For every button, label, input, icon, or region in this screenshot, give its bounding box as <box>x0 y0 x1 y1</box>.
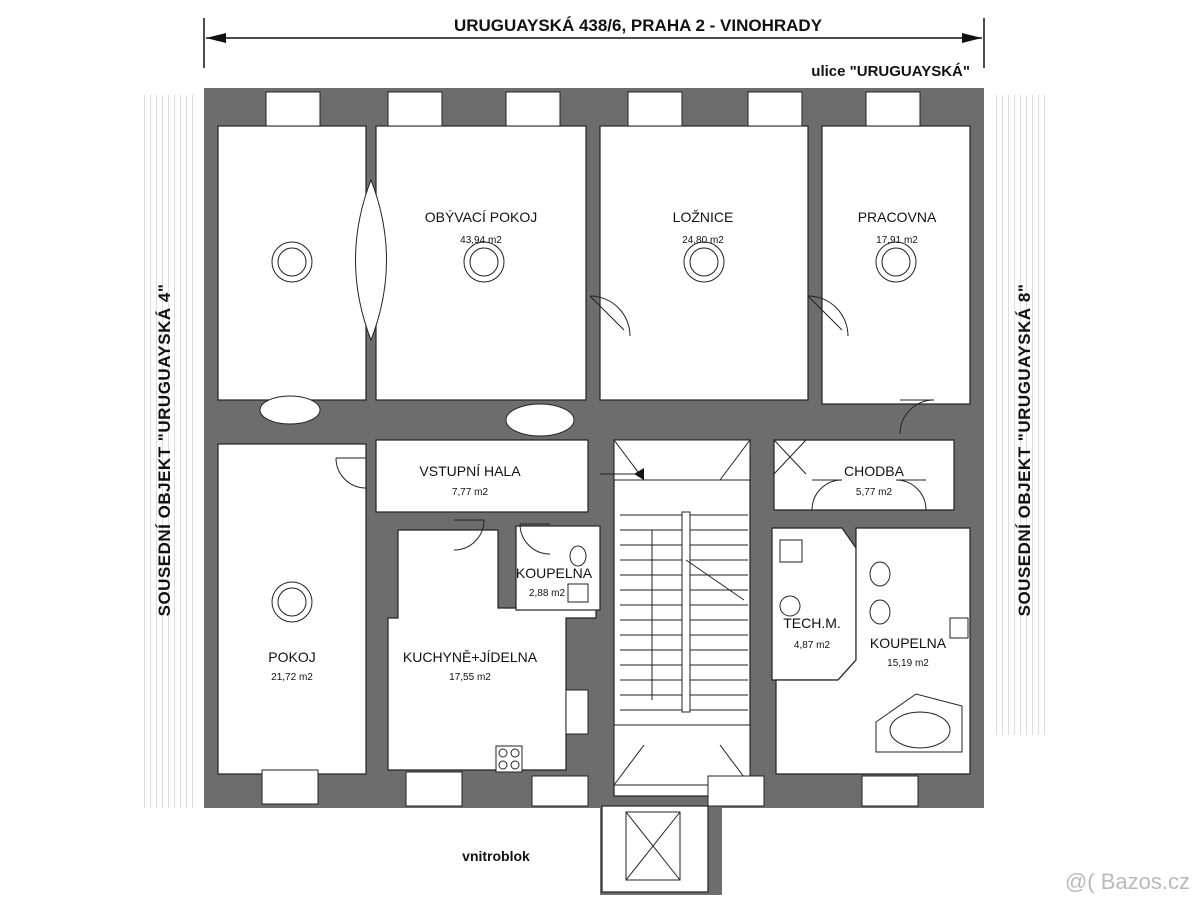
room-name: LOŽNICE <box>673 209 734 225</box>
room-labels: OBÝVACÍ POKOJ 43,94 m2 LOŽNICE 24,80 m2 … <box>268 209 947 683</box>
right-neighbor-label: SOUSEDNÍ OBJEKT "URUGUAYSKÁ 8" <box>1015 284 1034 617</box>
windows <box>261 91 921 807</box>
room-area: 17,91 m2 <box>876 235 918 246</box>
room-name: KOUPELNA <box>870 635 947 651</box>
arch-opening <box>505 403 575 437</box>
room-name: VSTUPNÍ HALA <box>419 463 521 479</box>
room-name: TECH.M. <box>783 615 841 631</box>
left-neighbor-label: SOUSEDNÍ OBJEKT "URUGUAYSKÁ 4" <box>155 284 174 617</box>
double-door <box>355 178 387 342</box>
room-area: 4,87 m2 <box>794 640 831 651</box>
room-area: 17,55 m2 <box>449 672 491 683</box>
room-name: CHODBA <box>844 463 905 479</box>
courtyard-label: vnitroblok <box>462 848 530 864</box>
room-name: POKOJ <box>268 649 315 665</box>
ceiling-lights <box>271 241 917 623</box>
watermark: @( Bazos.cz <box>1065 869 1190 894</box>
doors <box>335 295 935 555</box>
room-area: 7,77 m2 <box>452 487 489 498</box>
room-name: PRACOVNA <box>858 209 937 225</box>
right-neighbor-hatch <box>992 95 1050 735</box>
sanitary-fixtures <box>495 539 969 773</box>
room-area: 43,94 m2 <box>460 235 502 246</box>
room-area: 24,80 m2 <box>682 235 724 246</box>
room-name: KOUPELNA <box>516 565 593 581</box>
staircase <box>600 439 751 786</box>
room-name: KUCHYNĚ+JÍDELNA <box>403 649 538 665</box>
room-name: OBÝVACÍ POKOJ <box>425 209 538 225</box>
left-neighbor-hatch <box>140 95 194 808</box>
room-area: 21,72 m2 <box>271 672 313 683</box>
radiator-niche <box>259 395 321 425</box>
room-area: 15,19 m2 <box>887 658 929 669</box>
dimension-line <box>203 18 985 68</box>
elevator-shaft <box>625 811 681 881</box>
plan-title: URUGUAYSKÁ 438/6, PRAHA 2 - VINOHRADY <box>454 16 823 35</box>
room-area: 5,77 m2 <box>856 487 893 498</box>
street-label: ulice "URUGUAYSKÁ" <box>811 63 970 80</box>
room-area: 2,88 m2 <box>529 588 566 599</box>
